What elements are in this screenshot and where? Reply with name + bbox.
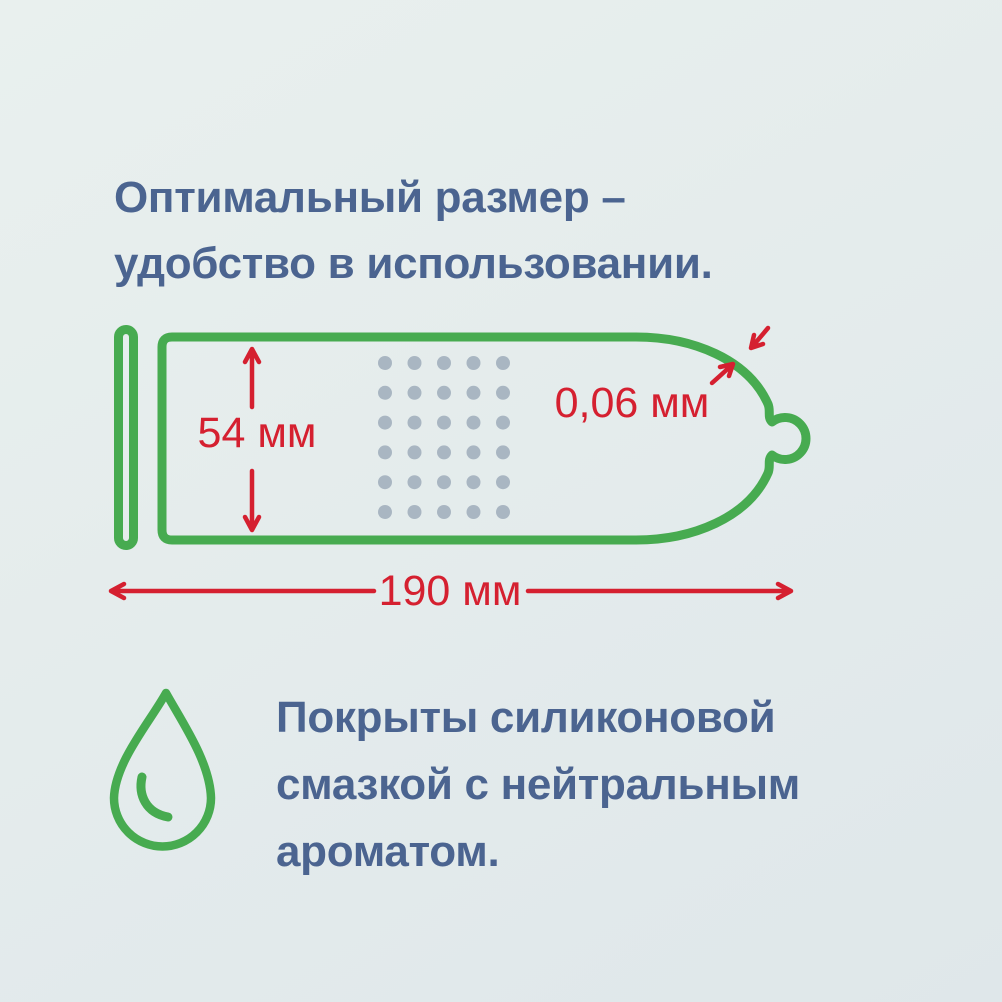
page-title-line-1: Оптимальный размер – — [114, 173, 626, 222]
texture-dot — [466, 356, 481, 370]
texture-dots — [378, 356, 510, 519]
texture-dot — [496, 475, 510, 490]
texture-dot — [407, 356, 422, 370]
texture-dot — [437, 445, 451, 460]
texture-dot — [496, 505, 510, 519]
length-arrow-right — [525, 581, 794, 601]
texture-dot — [496, 445, 510, 460]
texture-dot — [407, 475, 422, 490]
width-arrow-up — [242, 346, 262, 410]
length-arrow-left — [108, 581, 377, 601]
texture-dot — [437, 356, 451, 370]
condom-ring — [114, 325, 138, 550]
texture-dot — [407, 445, 422, 460]
texture-dot — [437, 415, 451, 430]
texture-dot — [407, 415, 422, 430]
texture-dot — [378, 445, 392, 460]
texture-dot — [466, 415, 481, 430]
width-label: 54 мм — [198, 409, 317, 457]
texture-dot — [496, 415, 510, 430]
texture-dot — [466, 385, 481, 400]
water-drop-outline — [109, 688, 216, 851]
texture-dot — [466, 505, 481, 519]
feature-text-line-1: Покрыты силиконовой — [276, 693, 776, 742]
texture-dot — [466, 475, 481, 490]
length-label: 190 мм — [379, 567, 522, 615]
page-title-line-2: удобство в использовании. — [114, 239, 713, 288]
water-drop-icon — [109, 688, 216, 851]
thickness-label: 0,06 мм — [555, 379, 710, 427]
texture-dot — [378, 385, 392, 400]
texture-dot — [378, 475, 392, 490]
thickness-arrow-inner — [709, 361, 736, 386]
texture-dot — [378, 356, 392, 370]
condom-body-outline — [157, 332, 811, 545]
width-arrow-down — [242, 468, 262, 533]
thickness-arrow-outer — [748, 325, 771, 351]
texture-dot — [378, 415, 392, 430]
texture-dot — [437, 385, 451, 400]
water-drop-highlight — [136, 772, 173, 822]
texture-dot — [437, 505, 451, 519]
feature-text-line-3: ароматом. — [276, 827, 500, 876]
texture-dot — [407, 385, 422, 400]
texture-dot — [378, 505, 392, 519]
texture-dot — [496, 385, 510, 400]
feature-text-line-2: смазкой с нейтральным — [276, 760, 800, 809]
page-title: Оптимальный размер – удобство в использо… — [114, 165, 713, 297]
texture-dot — [466, 445, 481, 460]
texture-dot — [407, 505, 422, 519]
texture-dot — [437, 475, 451, 490]
feature-text: Покрыты силиконовой смазкой с нейтральны… — [276, 684, 800, 885]
texture-dot — [496, 356, 510, 370]
